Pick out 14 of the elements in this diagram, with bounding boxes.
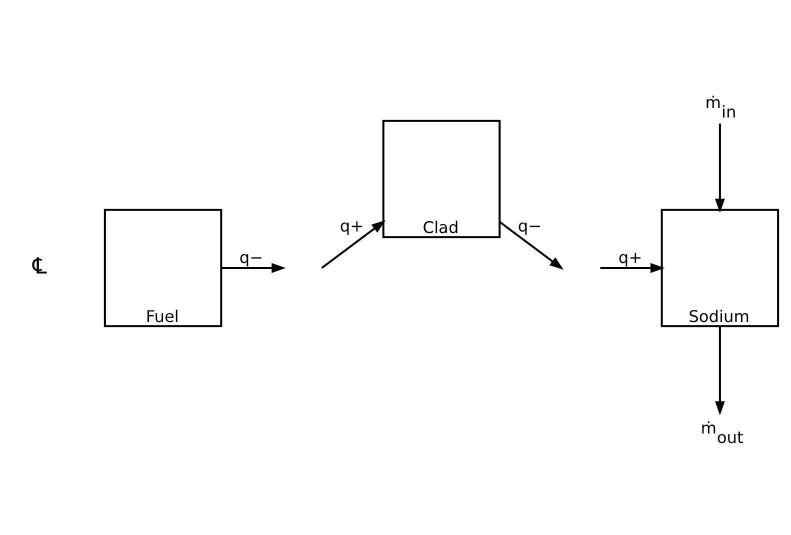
arrow: [221, 262, 286, 272]
arrow: [600, 262, 665, 272]
arrow: [714, 123, 725, 212]
node-box: Clad: [382, 119, 501, 238]
node-box: Fuel: [104, 208, 222, 327]
node-box: Sodium: [660, 208, 780, 327]
label: ℄: [32, 253, 47, 280]
edge-label: q−: [239, 247, 264, 266]
edge-label: q−: [518, 216, 542, 235]
arrow: [499, 220, 564, 270]
edge-label: q+: [618, 247, 642, 266]
arrow: [321, 220, 386, 268]
arrow: [714, 326, 725, 415]
edge-label: q+: [340, 216, 364, 235]
